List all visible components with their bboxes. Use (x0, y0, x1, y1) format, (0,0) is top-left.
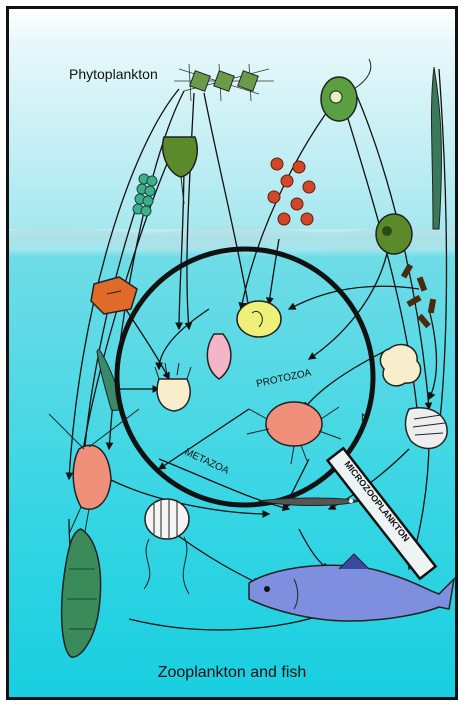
phytoplankton-label: Phytoplankton (69, 66, 158, 82)
cream-amoeba (380, 345, 420, 386)
yellow-ciliate (237, 301, 281, 337)
diagram-frame: PROTOZOA METAZOA N MICROZOOPLANKTON Phyt… (6, 6, 458, 700)
zooplankton-fish-label: Zooplankton and fish (9, 664, 455, 682)
n-marker: N (361, 412, 369, 424)
green-dinoflagellate-right (376, 214, 412, 254)
plankton-food-web: PROTOZOA METAZOA N MICROZOOPLANKTON (9, 9, 455, 697)
